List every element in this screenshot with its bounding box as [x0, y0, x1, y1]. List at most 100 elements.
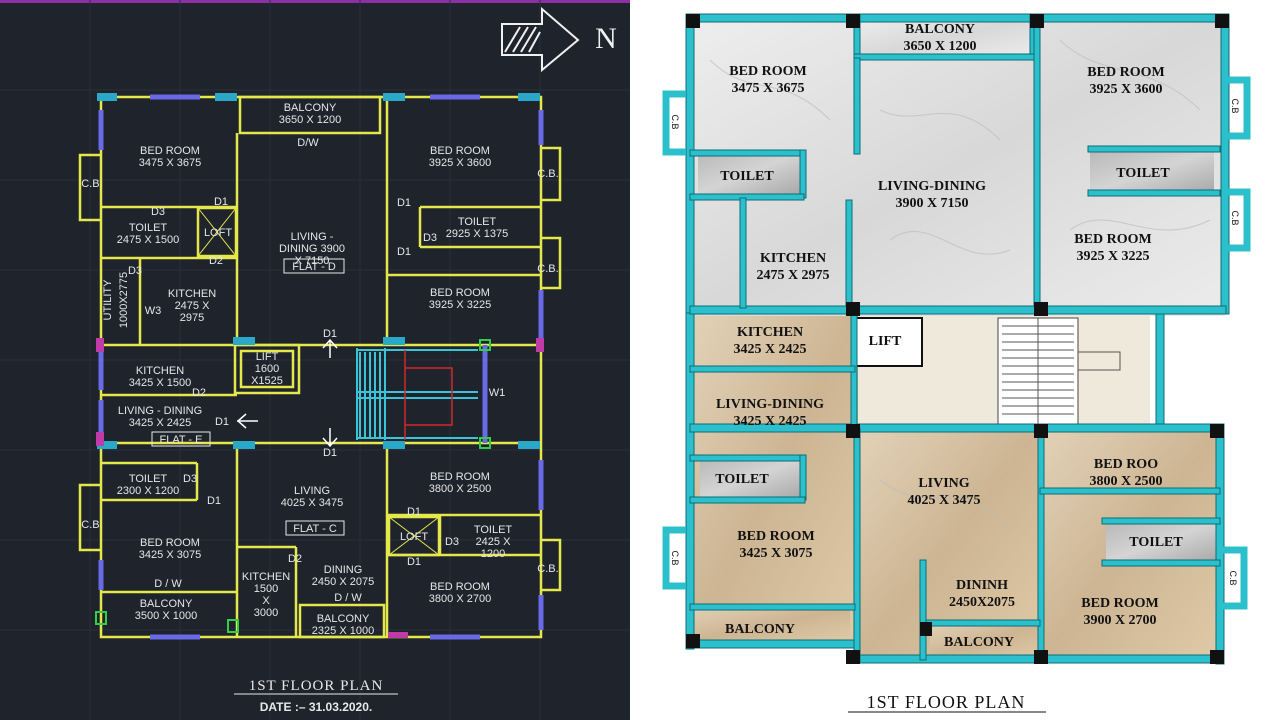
north-arrow-icon [501, 6, 580, 73]
rendered-room-label-line: 3425 X 2425 [733, 414, 806, 429]
cb-label-1: C.B [670, 114, 680, 129]
door-d2-label: D2 [288, 553, 302, 565]
door-d2-label: D2 [209, 255, 223, 267]
rendered-room-label-line: 2450X2075 [949, 595, 1015, 610]
cad-column-markers [95, 339, 491, 633]
flat-e-tag: FLAT - E [160, 434, 203, 446]
door-d1-label: D1 [397, 197, 411, 209]
cad-walls [78, 95, 562, 639]
cad-floor-plan-panel: N [0, 0, 630, 720]
dw-label-left: D / W [154, 578, 182, 590]
cad-room-label-line: KITCHEN [242, 571, 290, 583]
cad-room-label-line: LIVING - [291, 231, 334, 243]
cad-room-label-line: 3425 X 1500 [129, 377, 191, 389]
cad-room-label-line: TOILET [129, 473, 168, 485]
cad-plan-date: DATE :– 31.03.2020. [260, 700, 373, 714]
cad-room-label-line: 1200 [481, 548, 505, 560]
loft-label-2: LOFT [400, 531, 428, 543]
rendered-room-label-line: DININH [956, 578, 1008, 593]
entry-arrow-icon [236, 338, 338, 448]
door-d1-label: D1 [323, 328, 337, 340]
cad-tags: FLAT - D FLAT - E FLAT - C D/W D / W D /… [81, 137, 558, 604]
rendered-room-label-line: KITCHEN [737, 325, 803, 340]
cad-room-label-line: 3000 [254, 607, 278, 619]
cad-room-label-line: BED ROOM [430, 581, 490, 593]
door-d3-label: D3 [423, 232, 437, 244]
cad-room-label-line: 3650 X 1200 [279, 114, 341, 126]
rendered-room-label-line: BALCONY [725, 622, 795, 637]
rendered-columns [686, 14, 1229, 664]
rendered-room-label-line: BALCONY [944, 635, 1014, 650]
cad-room-label-line: 3425 X 2425 [129, 417, 191, 429]
flat-c-tag: FLAT - C [293, 523, 337, 535]
door-d3-label: D3 [128, 265, 142, 277]
cb-label-3: C.B. [537, 263, 558, 275]
cad-room-label-line: TOILET [129, 222, 168, 234]
cad-windows [98, 94, 544, 640]
window-w1-label: W1 [489, 387, 506, 399]
marble-veins [709, 39, 1211, 531]
staircase [356, 348, 478, 440]
cb-label-5: C.B. [537, 563, 558, 575]
cad-room-label-line: KITCHEN [136, 365, 184, 377]
cad-room-label-line: X1525 [251, 375, 283, 387]
rendered-room-label-line: BED ROOM [1087, 65, 1164, 80]
staircase [997, 317, 1121, 427]
cad-room-label-line: 2425 X [476, 536, 512, 548]
cb-label-2: C.B [1230, 98, 1240, 113]
door-d3-label: D3 [183, 473, 197, 485]
door-d1-label: D1 [407, 556, 421, 568]
utility-dim-label: 1000X2775 [118, 272, 130, 328]
cad-room-label-line: LIFT [256, 351, 279, 363]
rendered-room-label-line: 3650 X 1200 [903, 39, 976, 54]
cad-plan-title: 1ST FLOOR PLAN [249, 678, 384, 694]
cad-room-label-line: 3800 X 2500 [429, 483, 491, 495]
cad-room-label-line: LIVING - DINING [118, 405, 202, 417]
rendered-room-label-line: 3425 X 3075 [739, 546, 812, 561]
cad-room-label-line: TOILET [474, 524, 513, 536]
dw-label-top: D/W [297, 137, 319, 149]
door-d1-label: D1 [214, 196, 228, 208]
dw-label-center: D / W [334, 592, 362, 604]
cad-room-label-line: 1500 [254, 583, 278, 595]
loft-label-1: LOFT [204, 227, 232, 239]
cad-room-label-line: BED ROOM [140, 537, 200, 549]
cad-columns [97, 93, 540, 449]
cad-room-label-line: X 7150 [295, 255, 330, 267]
cad-room-label-line: BED ROOM [430, 287, 490, 299]
cb-label-2: C.B. [537, 168, 558, 180]
rendered-room-label-line: 3900 X 7150 [895, 196, 968, 211]
rendered-room-label-line: 3900 X 2700 [1083, 613, 1156, 628]
rendered-plan-title: 1ST FLOOR PLAN [867, 692, 1026, 712]
rendered-room-label-line: 3425 X 2425 [733, 342, 806, 357]
rendered-room-label-line: BED ROOM [729, 64, 806, 79]
door-d2-label: D2 [192, 387, 206, 399]
cad-room-label-line: 2475 X 1500 [117, 234, 179, 246]
cad-room-label-line: 2475 X [175, 300, 211, 312]
rendered-room-label-line: TOILET [1129, 535, 1183, 550]
rendered-room-label-line: 3800 X 2500 [1089, 474, 1162, 489]
rendered-room-label-line: TOILET [1116, 166, 1170, 181]
cb-label-3: C.B [1230, 210, 1240, 225]
cad-drawing: N [0, 0, 630, 720]
cad-room-label-line: BALCONY [317, 613, 370, 625]
cb-label-4: C.B [670, 550, 680, 565]
door-d3-label: D3 [151, 206, 165, 218]
rendered-room-label-line: 2475 X 2975 [756, 268, 829, 283]
cad-room-label-line: X [262, 595, 270, 607]
rendered-room-label-line: BED ROOM [737, 529, 814, 544]
cad-magenta-marks [96, 338, 544, 638]
toilet-granite [698, 150, 1216, 562]
rendered-room-label-line: LIFT [869, 334, 902, 349]
cb-labels: C.B C.B C.B C.B C.B [670, 98, 1240, 585]
loft-marks [197, 207, 440, 556]
north-label: N [595, 22, 617, 55]
cad-room-label-line: BED ROOM [140, 145, 200, 157]
cb-label-5: C.B [1228, 570, 1238, 585]
cad-room-label-line: 2300 X 1200 [117, 485, 179, 497]
cad-room-label-line: 3800 X 2700 [429, 593, 491, 605]
rendered-room-label-line: LIVING-DINING [716, 397, 824, 412]
window-w3-label: W3 [145, 305, 162, 317]
